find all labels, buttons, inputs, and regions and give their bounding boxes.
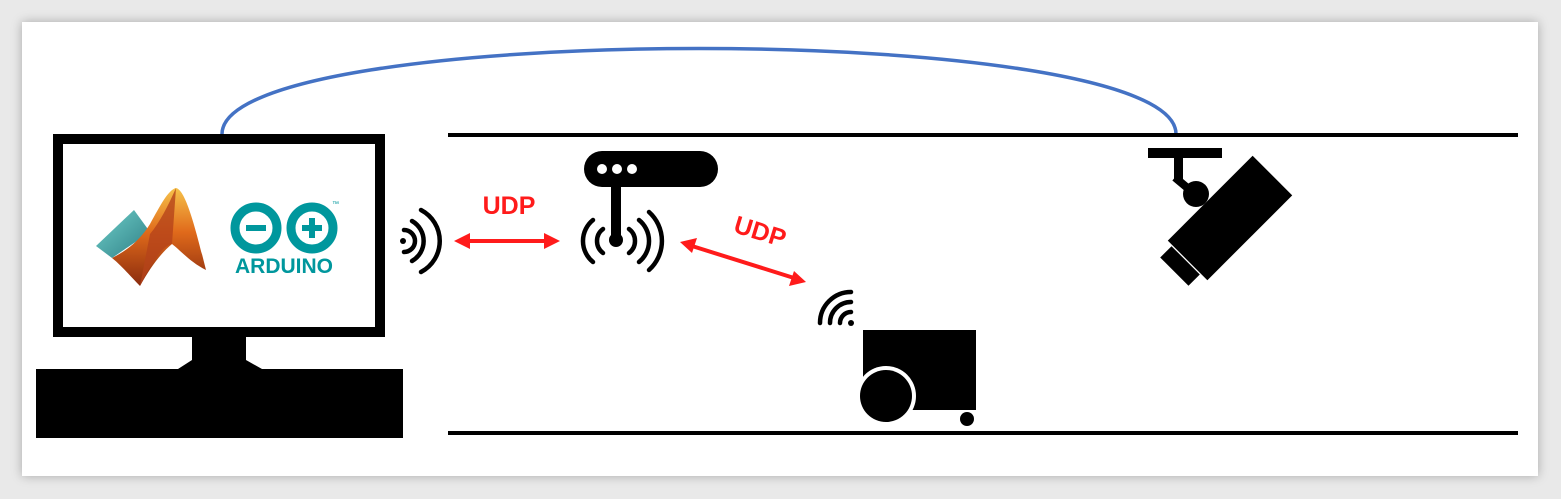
- arduino-tm: ™: [332, 201, 339, 208]
- robot-cart-icon: [817, 289, 976, 426]
- computer-monitor-icon: [36, 134, 403, 438]
- udp-arrow-left: [454, 233, 560, 249]
- udp-label-left: UDP: [483, 192, 536, 220]
- wifi-signal-icon: [400, 207, 442, 275]
- arduino-label: ARDUINO: [235, 255, 333, 278]
- udp-arrow-right: [680, 238, 806, 286]
- udp-label-right: UDP: [731, 211, 790, 253]
- matlab-logo-icon: [96, 188, 206, 286]
- security-camera-icon: [1148, 148, 1293, 286]
- camera-cable: [220, 46, 1178, 135]
- arduino-logo-icon: ™ ARDUINO: [230, 201, 339, 278]
- router-icon: [580, 151, 718, 273]
